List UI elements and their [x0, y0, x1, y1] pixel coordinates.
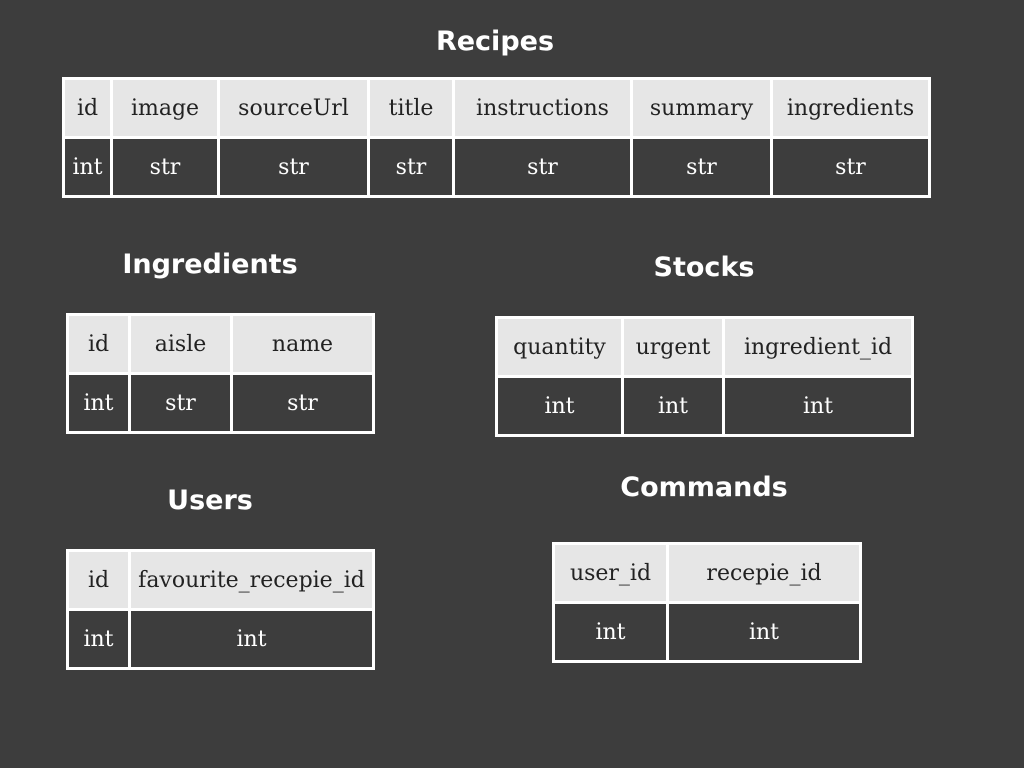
column-name: favourite_recepie_id [128, 549, 375, 611]
column-type: int [666, 601, 862, 663]
column-type: str [770, 136, 931, 198]
commands-table: user_id recepie_id int int [552, 542, 862, 663]
column-name: ingredients [770, 77, 931, 139]
column-type: str [128, 372, 233, 434]
column-name: sourceUrl [217, 77, 370, 139]
column-type: int [621, 375, 725, 437]
column-type: int [128, 608, 375, 670]
column-name: aisle [128, 313, 233, 375]
users-title: Users [167, 485, 253, 516]
column-type: int [495, 375, 624, 437]
users-type-row: int int [66, 608, 375, 670]
ingredients-type-row: int str str [66, 372, 375, 434]
column-name: recepie_id [666, 542, 862, 604]
column-type: int [66, 608, 131, 670]
column-name: ingredient_id [722, 316, 914, 378]
stocks-title: Stocks [653, 252, 755, 283]
recipes-type-row: int str str str str str str [62, 136, 931, 198]
column-type: int [62, 136, 113, 198]
stocks-header-row: quantity urgent ingredient_id [495, 316, 914, 378]
column-type: int [722, 375, 914, 437]
column-name: urgent [621, 316, 725, 378]
column-name: image [110, 77, 220, 139]
column-name: quantity [495, 316, 624, 378]
column-name: title [367, 77, 455, 139]
recipes-header-row: id image sourceUrl title instructions su… [62, 77, 931, 139]
commands-header-row: user_id recepie_id [552, 542, 862, 604]
column-type: int [552, 601, 669, 663]
recipes-table: id image sourceUrl title instructions su… [62, 77, 931, 198]
ingredients-header-row: id aisle name [66, 313, 375, 375]
commands-title: Commands [620, 472, 788, 503]
stocks-type-row: int int int [495, 375, 914, 437]
column-type: str [230, 372, 375, 434]
column-type: str [110, 136, 220, 198]
column-type: str [217, 136, 370, 198]
column-name: id [66, 313, 131, 375]
column-name: name [230, 313, 375, 375]
recipes-title: Recipes [435, 26, 555, 57]
stocks-table: quantity urgent ingredient_id int int in… [495, 316, 914, 437]
column-name: summary [630, 77, 773, 139]
ingredients-title: Ingredients [122, 249, 298, 280]
commands-type-row: int int [552, 601, 862, 663]
column-name: instructions [452, 77, 633, 139]
column-type: int [66, 372, 131, 434]
ingredients-table: id aisle name int str str [66, 313, 375, 434]
column-name: id [66, 549, 131, 611]
column-name: user_id [552, 542, 669, 604]
column-type: str [367, 136, 455, 198]
users-header-row: id favourite_recepie_id [66, 549, 375, 611]
users-table: id favourite_recepie_id int int [66, 549, 375, 670]
column-name: id [62, 77, 113, 139]
column-type: str [630, 136, 773, 198]
column-type: str [452, 136, 633, 198]
